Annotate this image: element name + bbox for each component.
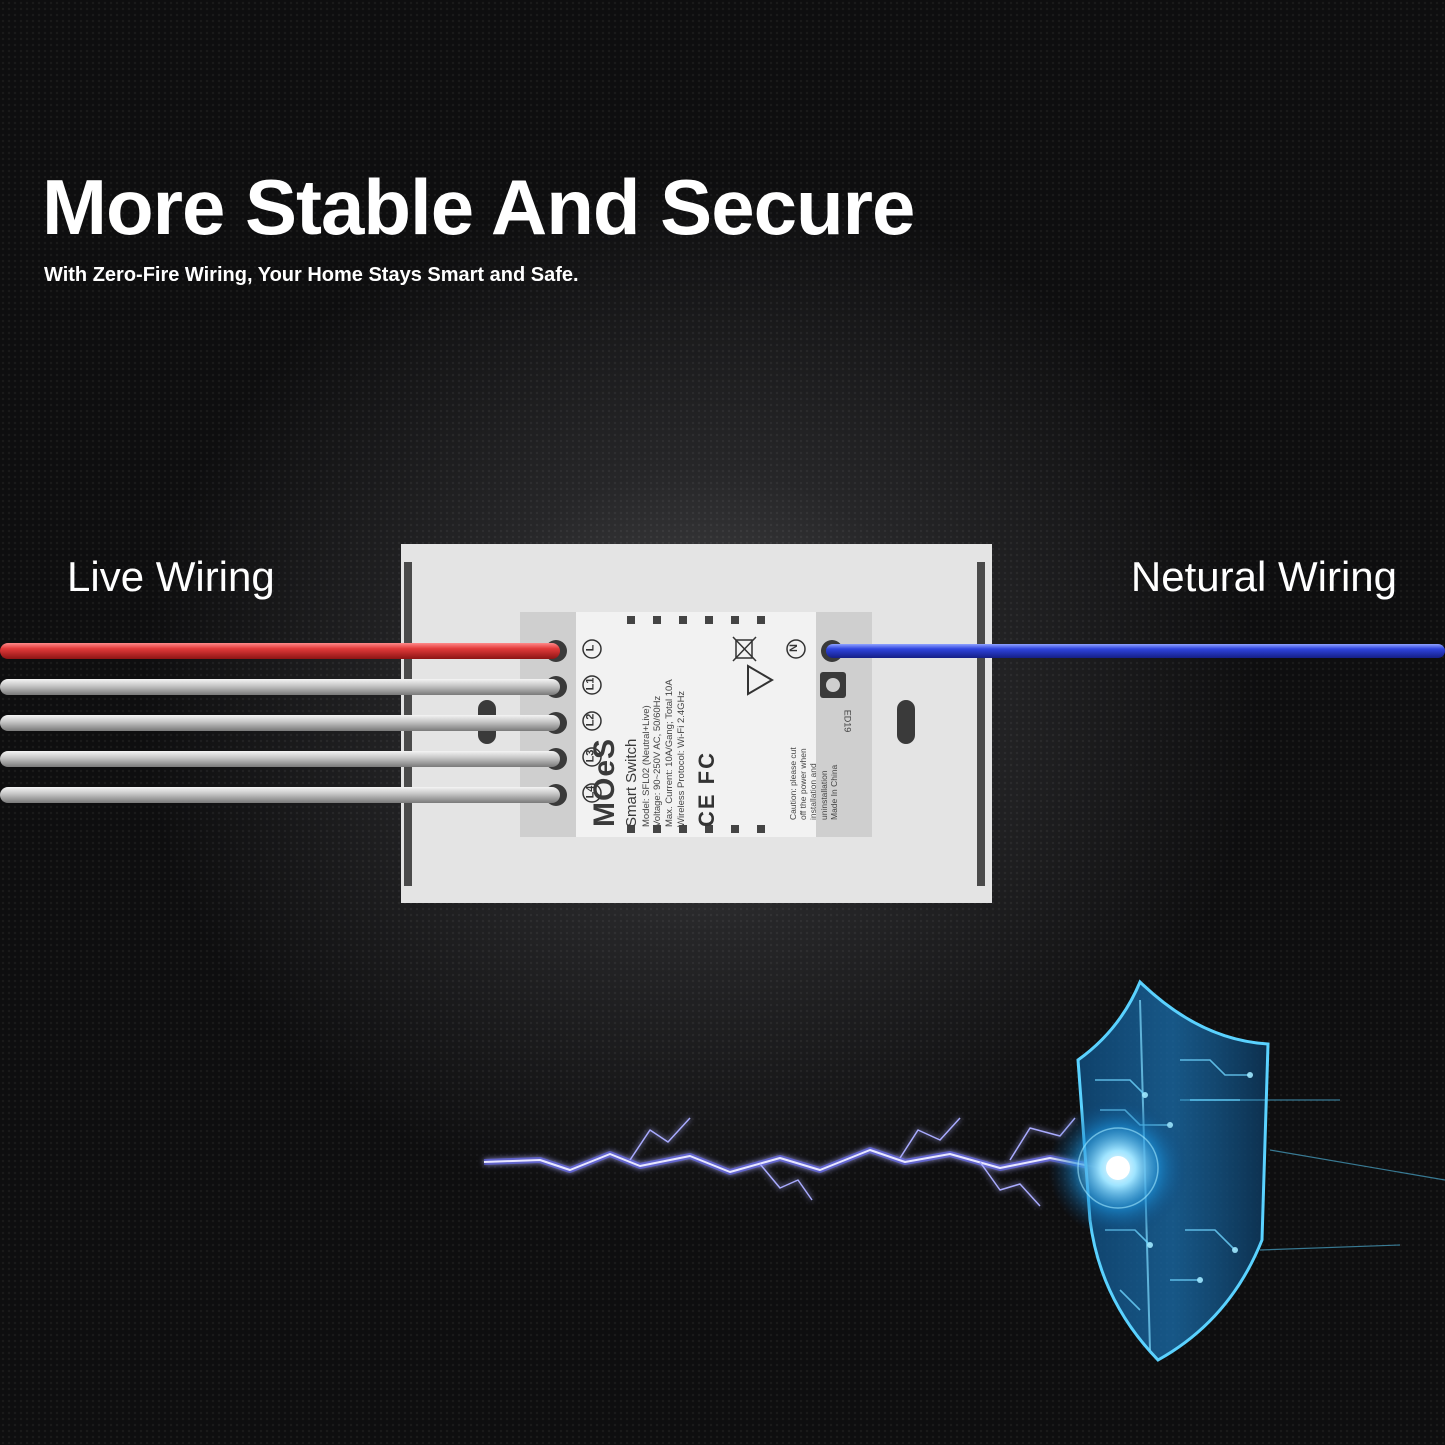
terminal-label-l1: L1: [584, 677, 597, 691]
module-spec-protocol: Wireless Protocol: Wi-Fi 2.4GHz: [676, 690, 688, 827]
terminal-label-l4: L4: [584, 785, 597, 799]
module-code: ED19: [842, 709, 853, 733]
terminal-label-l3: L3: [584, 749, 597, 763]
terminal-label-n: N: [787, 644, 800, 652]
certification-marks: CE FC: [694, 751, 719, 827]
caution-line-2: off the power when: [798, 748, 809, 820]
output-wire-l1: [0, 679, 560, 695]
plate-hole-right: [897, 700, 915, 744]
page-title: More Stable And Secure: [42, 163, 915, 251]
caution-line-4: uninstallation: [818, 770, 829, 820]
wheelie-bin-icon: [732, 636, 757, 662]
caution-line-5: Made In China: [828, 764, 839, 820]
terminal-label-l: L: [584, 644, 597, 652]
caution-line-1: Caution: please cut: [788, 747, 798, 820]
page-subtitle: With Zero-Fire Wiring, Your Home Stays S…: [44, 264, 579, 286]
shield-icon: [1048, 979, 1445, 1362]
live-wiring-label: Live Wiring: [67, 553, 275, 600]
module-vents: [627, 616, 765, 833]
lightning-bolt-icon: [483, 1117, 1101, 1207]
terminal-label-l2: L2: [584, 713, 597, 727]
plate-slot-right: [977, 562, 985, 886]
module-caution-area: Caution: please cut off the power when i…: [788, 700, 848, 820]
module-spec-current: Max. Current: 10A/Gang; Total 10A: [664, 679, 676, 827]
module-spec-voltage: Voltage: 90~250V AC, 50/60Hz: [652, 695, 664, 827]
module-spec-model: Model: SFL02 (Neutral+Live): [640, 705, 652, 827]
neutral-wire: [826, 644, 1445, 658]
module-product-name: Smart Switch: [623, 738, 640, 827]
output-wire-l4: [0, 787, 560, 803]
terminal-badges: [582, 639, 806, 803]
output-wire-l3: [0, 751, 560, 767]
warning-triangle-icon: [747, 664, 774, 696]
module-label-area: MOeS Smart Switch Model: SFL02 (Neutral+…: [582, 618, 782, 833]
caution-line-3: installation and: [808, 763, 819, 820]
neutral-wiring-label: Netural Wiring: [1130, 553, 1397, 600]
output-wire-l2: [0, 715, 560, 731]
live-wire: [0, 643, 560, 659]
